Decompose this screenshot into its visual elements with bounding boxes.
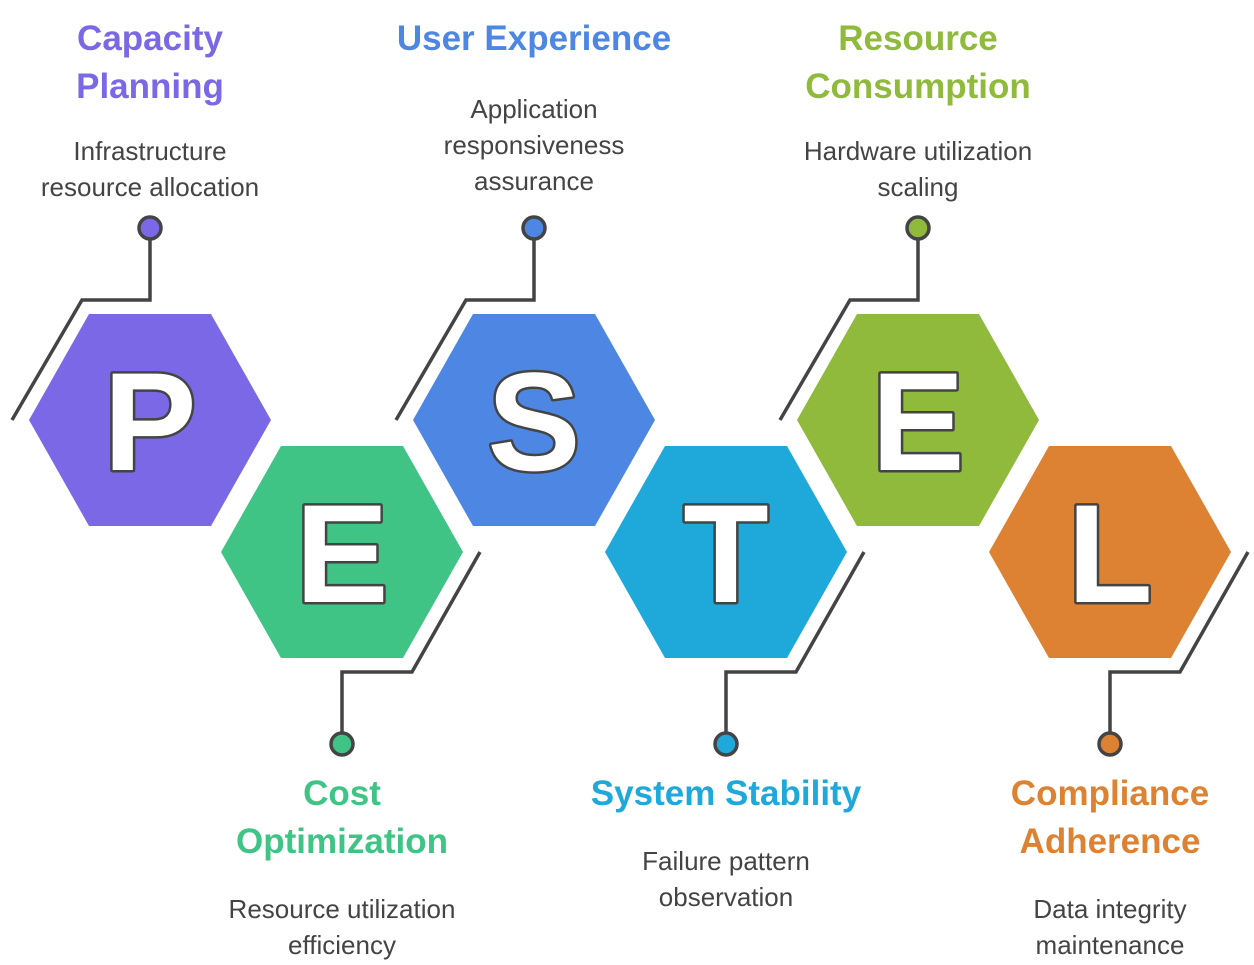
hexagon (413, 314, 655, 526)
connector-line (340, 551, 482, 732)
item-description: observation (659, 882, 793, 912)
item-title: Compliance (1011, 774, 1209, 813)
item-title: Adherence (1020, 822, 1201, 861)
item-description: resource allocation (41, 172, 259, 202)
connector-dot-icon (521, 215, 547, 241)
connector-dot-icon (905, 215, 931, 241)
connector-dot-icon (329, 731, 355, 757)
hexagon (221, 446, 463, 658)
item-description: Hardware utilization (804, 136, 1032, 166)
item-description: efficiency (288, 930, 396, 960)
hexagon (797, 314, 1039, 526)
connector-dot-icon (137, 215, 163, 241)
item-description: assurance (474, 166, 594, 196)
connector-dot-icon (1097, 731, 1123, 757)
connector-dot-icon (713, 731, 739, 757)
item-title: Consumption (805, 67, 1031, 106)
item-title: Capacity (77, 19, 223, 58)
connector-line (778, 240, 920, 421)
hexagon-letter: E (295, 475, 388, 632)
item-description: Application (470, 94, 597, 124)
item-title: Cost (303, 774, 381, 813)
hexagon-letter: S (487, 343, 580, 500)
hexagon-letter: E (871, 343, 964, 500)
item-description: Infrastructure (73, 136, 226, 166)
hexagon-letter: T (683, 475, 769, 632)
connector-line (1108, 551, 1250, 732)
item-title: Resource (838, 19, 998, 58)
item-description: Failure pattern (642, 846, 810, 876)
hexagon-letter: P (103, 343, 196, 500)
hexagon (29, 314, 271, 526)
item-title: Optimization (236, 822, 448, 861)
connector-line (394, 240, 536, 421)
item-description: maintenance (1036, 930, 1185, 960)
connector-line (724, 551, 866, 732)
connector-line (10, 240, 152, 421)
item-title: System Stability (591, 774, 862, 813)
item-title: Planning (76, 67, 224, 106)
hexagon (989, 446, 1231, 658)
item-description: Resource utilization (229, 894, 456, 924)
item-description: scaling (878, 172, 959, 202)
hexagon-letter: L (1067, 475, 1153, 632)
item-title: User Experience (397, 19, 671, 58)
item-description: Data integrity (1033, 894, 1186, 924)
item-description: responsiveness (444, 130, 625, 160)
hexagon (605, 446, 847, 658)
